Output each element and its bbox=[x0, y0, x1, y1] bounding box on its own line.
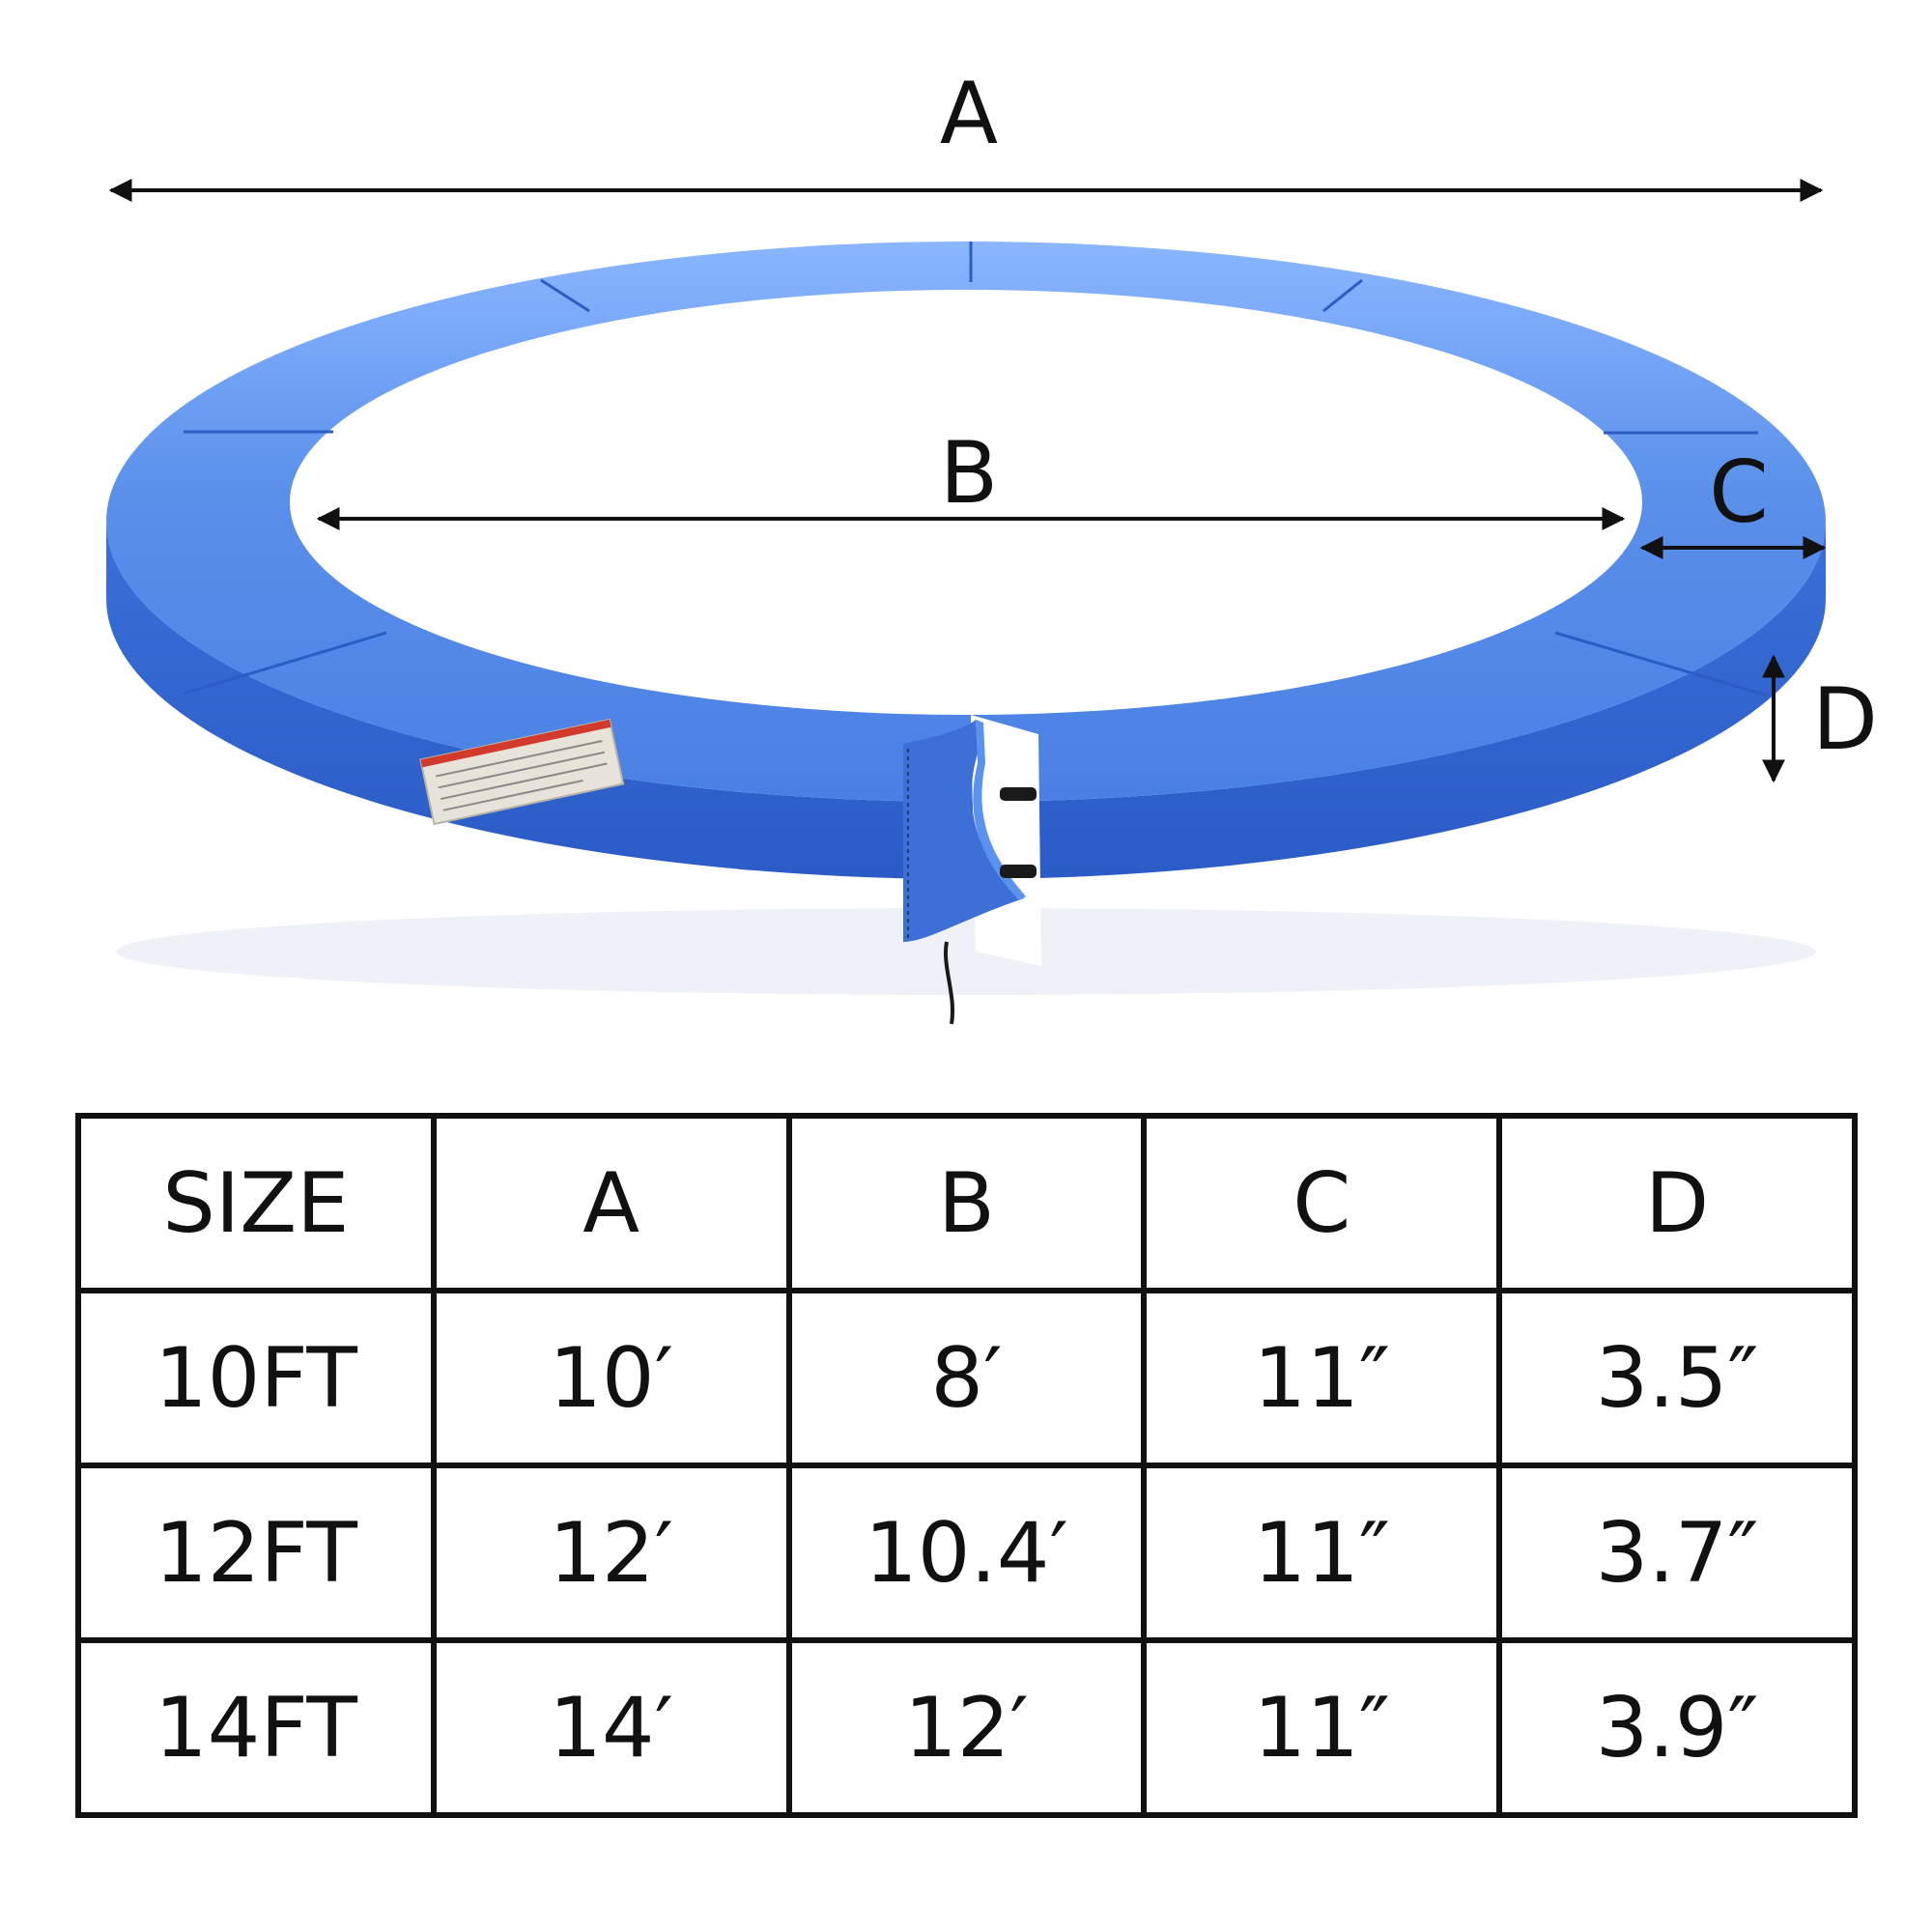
pad-curled-flap bbox=[903, 720, 1024, 942]
table-cell: 14′ bbox=[430, 1637, 792, 1818]
table-header-row: SIZE A B C D bbox=[75, 1113, 1858, 1293]
table-header-cell: SIZE bbox=[75, 1113, 437, 1293]
dimension-label-c: C bbox=[1709, 442, 1768, 542]
table-cell: 10FT bbox=[75, 1288, 437, 1468]
size-table: SIZE A B C D 10FT 10′ 8′ 11″ 3.5″ 12FT 1… bbox=[75, 1113, 1858, 1818]
table-row: 12FT 12′ 10.4′ 11″ 3.7″ bbox=[75, 1463, 1858, 1643]
table-cell: 3.7″ bbox=[1496, 1463, 1858, 1643]
table-cell: 3.9″ bbox=[1496, 1637, 1858, 1818]
dimension-label-a: A bbox=[940, 64, 998, 163]
table-cell: 10.4′ bbox=[785, 1463, 1148, 1643]
pad-strap-upper bbox=[1000, 787, 1037, 801]
pad-shadow bbox=[116, 908, 1816, 995]
table-cell: 3.5″ bbox=[1496, 1288, 1858, 1468]
table-cell: 12′ bbox=[785, 1637, 1148, 1818]
table-header-cell: B bbox=[785, 1113, 1148, 1293]
dimension-label-d: D bbox=[1812, 669, 1878, 769]
warning-label-sticker bbox=[419, 718, 625, 826]
pad-flap-edge bbox=[973, 720, 1026, 900]
table-row: 10FT 10′ 8′ 11″ 3.5″ bbox=[75, 1288, 1858, 1468]
table-header-cell: C bbox=[1141, 1113, 1503, 1293]
pad-segment-seams bbox=[183, 242, 1769, 697]
pad-strap-lower bbox=[1000, 865, 1037, 878]
table-header-cell: A bbox=[430, 1113, 792, 1293]
table-cell: 10′ bbox=[430, 1288, 792, 1468]
dimension-label-b: B bbox=[940, 423, 998, 523]
pad-bungee-cord bbox=[944, 941, 954, 1025]
table-row: 14FT 14′ 12′ 11″ 3.9″ bbox=[75, 1637, 1858, 1818]
table-cell: 12′ bbox=[430, 1463, 792, 1643]
table-cell: 12FT bbox=[75, 1463, 437, 1643]
table-cell: 14FT bbox=[75, 1637, 437, 1818]
table-cell: 11″ bbox=[1141, 1637, 1503, 1818]
table-cell: 11″ bbox=[1141, 1463, 1503, 1643]
table-header-cell: D bbox=[1496, 1113, 1858, 1293]
trampoline-pad-diagram: A B C D bbox=[106, 64, 1878, 1025]
table-cell: 8′ bbox=[785, 1288, 1148, 1468]
table-cell: 11″ bbox=[1141, 1288, 1503, 1468]
